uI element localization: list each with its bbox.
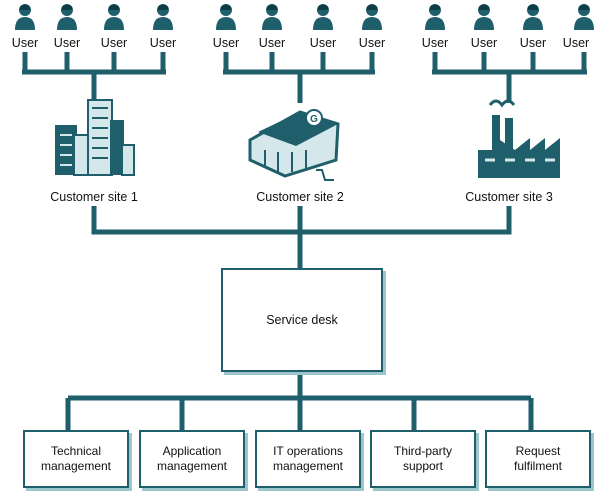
user-icon	[474, 4, 494, 30]
shop-icon: G	[248, 109, 340, 181]
site2-user-lines	[223, 52, 375, 103]
user-connectors	[22, 52, 587, 103]
department-box-technical: Technical management	[23, 430, 129, 488]
user-icon	[216, 4, 236, 30]
department-label: IT operations management	[272, 444, 344, 473]
site-label-3: Customer site 3	[465, 190, 553, 204]
user-icon	[57, 4, 77, 30]
department-label: Third-party support	[393, 444, 452, 473]
user-icon	[313, 4, 333, 30]
user-label: User	[421, 36, 449, 50]
user-icon	[153, 4, 173, 30]
site3-user-lines	[432, 52, 587, 103]
site-label-1: Customer site 1	[50, 190, 138, 204]
user-icon	[523, 4, 543, 30]
user-label: User	[309, 36, 337, 50]
service-desk-label: Service desk	[266, 313, 338, 327]
user-label: User	[470, 36, 498, 50]
shopping-cart-icon	[316, 169, 334, 181]
department-label: Application management	[156, 444, 228, 473]
department-label: Technical management	[40, 444, 112, 473]
user-label: User	[258, 36, 286, 50]
user-icon	[425, 4, 445, 30]
user-icon	[262, 4, 282, 30]
user-icon	[15, 4, 35, 30]
department-box-request-fulfilment: Request fulfilment	[485, 430, 591, 488]
user-label: User	[212, 36, 240, 50]
service-desk-box: Service desk	[221, 268, 383, 372]
user-label: User	[11, 36, 39, 50]
site1-user-lines	[22, 52, 166, 100]
svg-text:G: G	[310, 114, 318, 125]
user-label: User	[519, 36, 547, 50]
user-label: User	[100, 36, 128, 50]
user-icon	[104, 4, 124, 30]
user-icon	[574, 4, 594, 30]
sites-to-desk-line	[91, 206, 512, 268]
factory-icon	[478, 99, 560, 178]
user-icon	[362, 4, 382, 30]
user-label: User	[562, 36, 590, 50]
office-buildings-icon	[55, 99, 135, 176]
department-box-it-operations: IT operations management	[255, 430, 361, 488]
department-label: Request fulfilment	[513, 444, 563, 473]
user-icon-group	[15, 4, 594, 30]
user-label: User	[53, 36, 81, 50]
department-box-application: Application management	[139, 430, 245, 488]
site-label-2: Customer site 2	[256, 190, 344, 204]
user-label: User	[358, 36, 386, 50]
desk-to-departments-line	[65, 372, 534, 430]
department-box-third-party: Third-party support	[370, 430, 476, 488]
user-label: User	[149, 36, 177, 50]
